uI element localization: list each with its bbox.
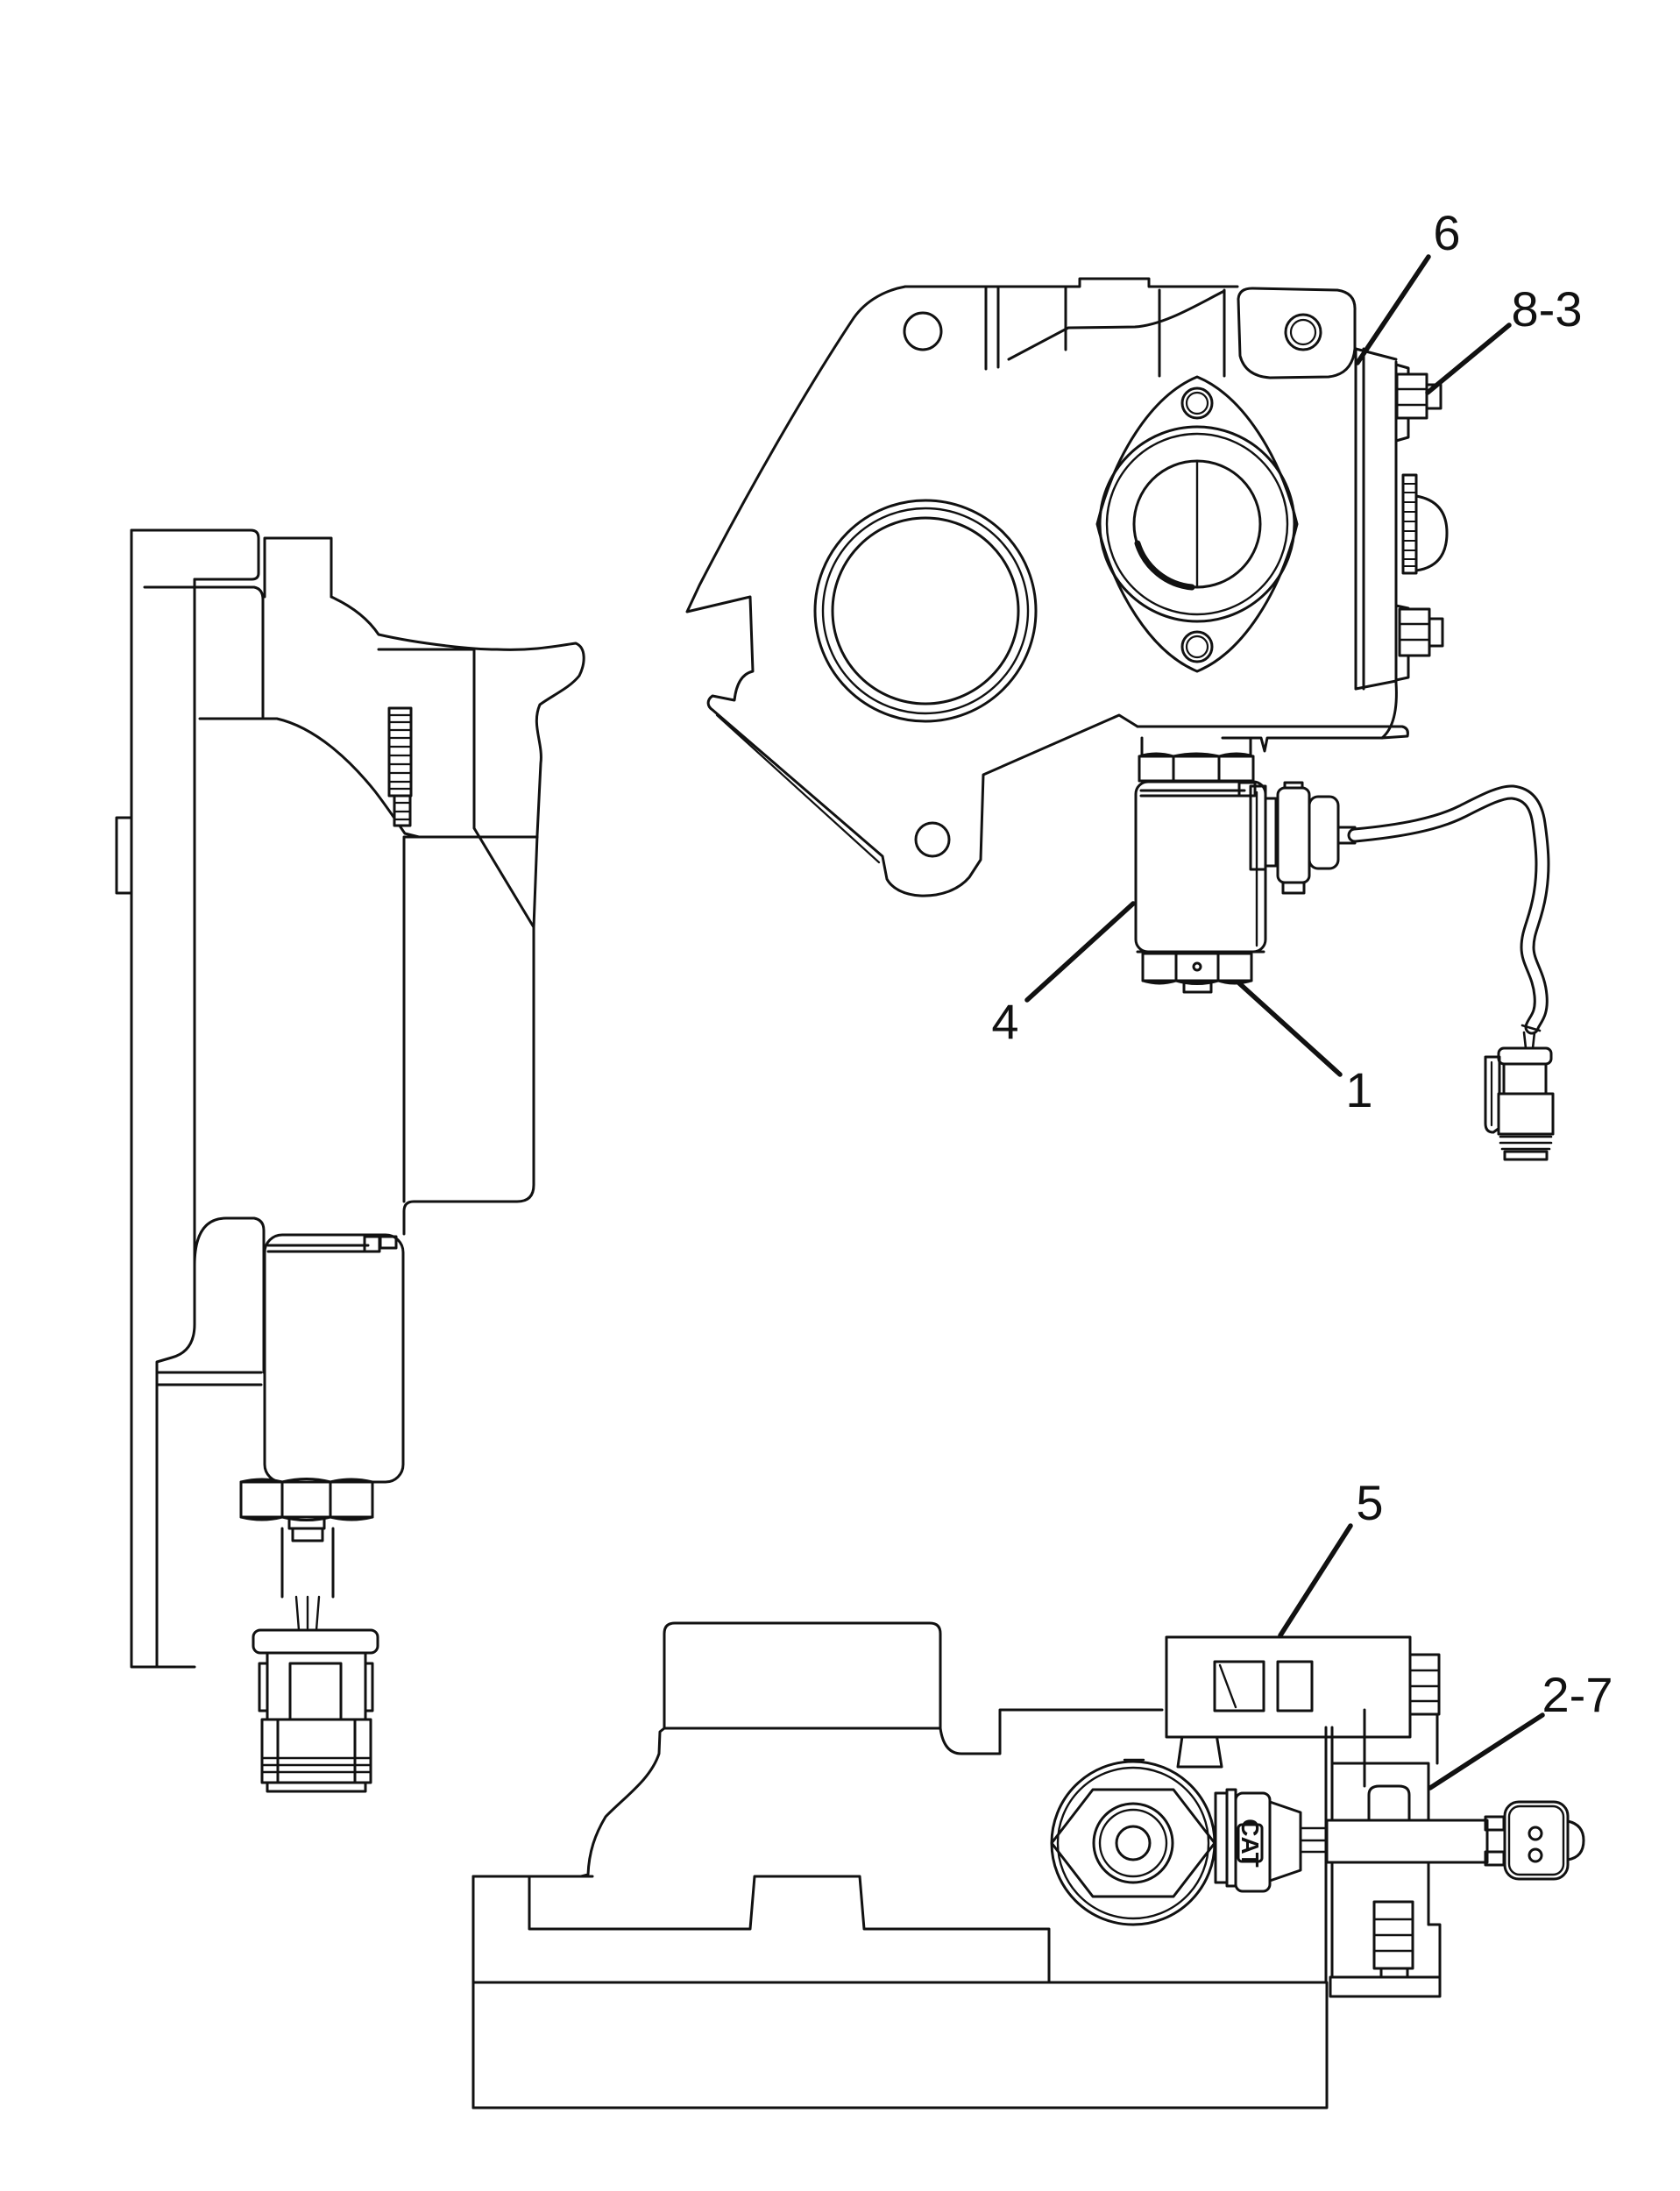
front-view-drawing <box>687 279 1553 1159</box>
side-backplate <box>131 530 259 579</box>
side-solenoid-coil <box>265 1235 403 1482</box>
callout-label-4: 4 <box>991 994 1018 1049</box>
bolt-top <box>1397 374 1427 418</box>
cat-logo-plate <box>1238 1825 1262 1861</box>
leader-line-8-3 <box>1428 325 1509 393</box>
side-valve-stem <box>282 1528 333 1597</box>
bottom-base-plate <box>473 1982 1327 2108</box>
mounting-hole-bottom <box>916 823 949 856</box>
leader-line-4 <box>1027 904 1133 1000</box>
bottom-body-scurve <box>581 1728 664 1876</box>
bottom-sensor: CAT <box>1216 1790 1327 1891</box>
bracket-bolt <box>1410 1655 1439 1714</box>
bottom-connector-assembly <box>1327 1802 1584 1879</box>
side-body-outline <box>331 597 584 1234</box>
callout-label-2-7: 2-7 <box>1542 1667 1613 1722</box>
hex-boss <box>1052 1760 1215 1925</box>
solenoid-coil <box>1136 782 1265 952</box>
side-wires <box>296 1597 319 1630</box>
connector-pin <box>1529 1827 1542 1840</box>
mounting-ear-top-right <box>1238 288 1355 378</box>
wire-harness <box>1355 792 1542 1048</box>
valve-nut <box>1143 954 1251 981</box>
solenoid-valve <box>1136 754 1355 992</box>
leader-line-1 <box>1238 982 1340 1074</box>
callouts: 6 8-3 4 1 5 2-7 <box>991 205 1613 1788</box>
suction-port-circle <box>815 500 1036 721</box>
leader-line-6 <box>1357 257 1428 363</box>
mounting-bracket <box>1166 1637 1439 1737</box>
side-view-drawing <box>117 530 584 1791</box>
side-connector <box>253 1630 378 1791</box>
pressure-sensor <box>1278 788 1309 883</box>
harness-connector <box>1485 1048 1553 1159</box>
solenoid-bracket <box>1138 727 1407 751</box>
cat-logo: CAT <box>1237 1819 1264 1867</box>
leader-line-2-7 <box>1430 1715 1542 1788</box>
side-hex-nut <box>241 1479 372 1521</box>
bolt-bottom <box>1400 609 1429 656</box>
leader-line-5 <box>1280 1526 1350 1635</box>
mounting-hole-top-left <box>904 313 941 350</box>
housing-plate-outline <box>687 287 1223 896</box>
discharge-flange <box>1097 377 1297 671</box>
side-lower-bracket <box>195 1218 264 1372</box>
callout-label-5: 5 <box>1356 1475 1383 1530</box>
bottom-top-block <box>664 1623 940 1728</box>
threaded-stud <box>389 708 411 826</box>
callout-label-1: 1 <box>1345 1062 1372 1117</box>
connector-pin <box>1529 1849 1542 1861</box>
callout-label-8-3: 8-3 <box>1512 281 1583 337</box>
bottom-view-drawing: CAT <box>473 1623 1584 2108</box>
callout-label-6: 6 <box>1433 205 1460 260</box>
side-left-tab <box>117 818 131 893</box>
side-plate <box>1356 349 1447 738</box>
